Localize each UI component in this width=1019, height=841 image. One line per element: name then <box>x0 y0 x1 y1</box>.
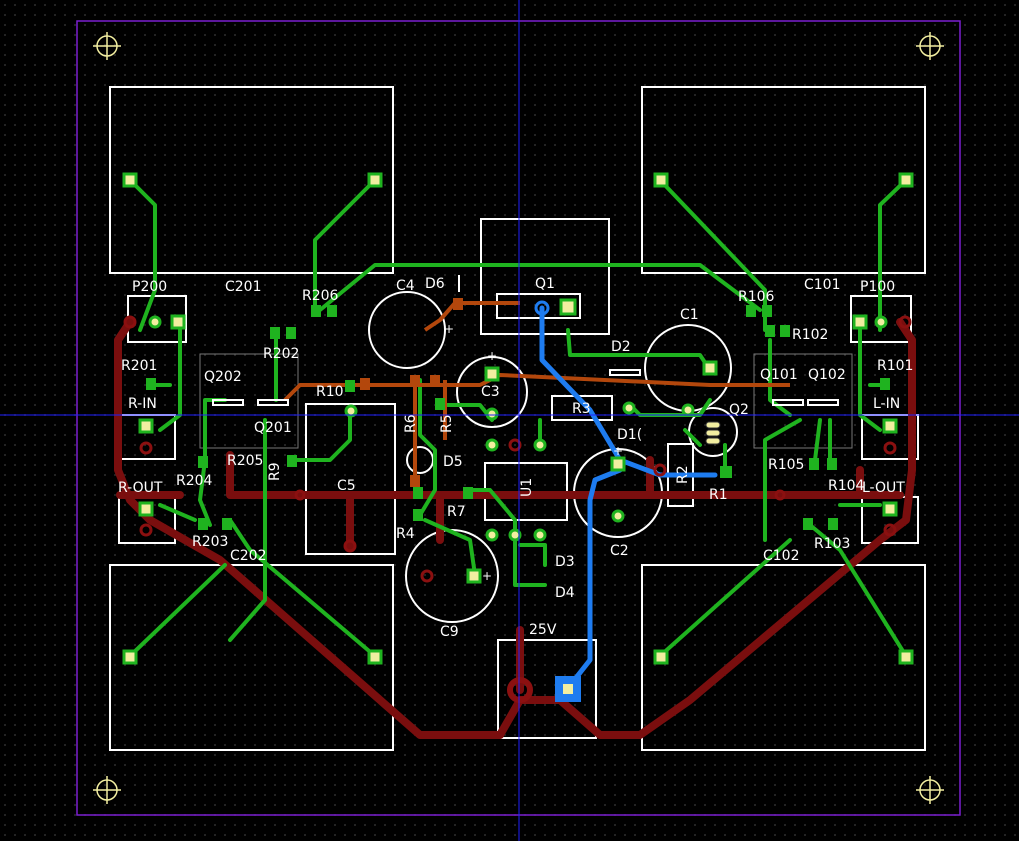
label-r4: R4 <box>396 526 415 542</box>
q1-footprint <box>480 218 610 335</box>
label-r103: R103 <box>814 536 850 552</box>
c201-footprint <box>109 86 394 274</box>
label-r204: R204 <box>176 473 213 489</box>
c5-footprint <box>305 403 396 555</box>
label-r9: R9 <box>267 462 283 481</box>
silk-bars <box>212 275 839 406</box>
label-c9: C9 <box>440 624 459 640</box>
label-r7: R7 <box>447 504 466 520</box>
label-r104: R104 <box>828 478 865 494</box>
c101-footprint <box>641 86 926 274</box>
polarity-marks: + + + + <box>444 322 623 583</box>
svg-text:+: + <box>613 444 623 458</box>
c4-footprint <box>368 291 446 369</box>
label-r203: R203 <box>192 534 228 550</box>
label-c101: C101 <box>804 277 841 293</box>
label-r1: R1 <box>709 487 728 503</box>
v25-footprint <box>497 639 597 739</box>
label-r-in: R-IN <box>128 396 157 412</box>
label-c202: C202 <box>230 548 267 564</box>
label-r206: R206 <box>302 288 339 304</box>
label-c5: C5 <box>337 478 356 494</box>
label-25v: 25V <box>529 622 557 638</box>
label-r10: R10 <box>316 384 344 400</box>
c1-footprint <box>644 324 732 412</box>
label-r5: R5 <box>439 414 455 433</box>
label-q2: Q2 <box>729 402 749 418</box>
label-l-in: L-IN <box>873 396 900 412</box>
through-holes <box>123 315 912 703</box>
label-r2: R2 <box>675 465 691 484</box>
label-d3: D3 <box>555 554 575 570</box>
component-labels: P200 C201 R206 C4 D6 Q1 C101 P100 R106 C… <box>118 276 913 640</box>
c102-footprint <box>641 564 926 751</box>
pads <box>122 172 914 665</box>
label-c4: C4 <box>396 278 415 294</box>
label-d6: D6 <box>425 276 445 292</box>
mounting-holes <box>93 32 944 804</box>
q1-tab <box>496 293 581 319</box>
label-c201: C201 <box>225 279 262 295</box>
label-r101: R101 <box>877 358 913 374</box>
label-r205: R205 <box>227 453 263 469</box>
label-r202: R202 <box>263 346 299 362</box>
c202-footprint <box>109 564 394 751</box>
c3-footprint <box>456 356 528 428</box>
transistor-outlines <box>199 353 853 449</box>
label-q202: Q202 <box>204 369 242 385</box>
label-c1: C1 <box>680 307 699 323</box>
svg-text:+: + <box>487 349 497 363</box>
label-p100: P100 <box>860 279 895 295</box>
q1-pad-center <box>534 300 550 316</box>
label-c102: C102 <box>763 548 800 564</box>
label-q201: Q201 <box>254 420 292 436</box>
label-r105: R105 <box>768 457 804 473</box>
label-r3: R3 <box>572 401 591 417</box>
orange-pads <box>360 298 463 487</box>
label-p200: P200 <box>132 279 167 295</box>
label-r201: R201 <box>121 358 157 374</box>
label-r102: R102 <box>792 327 828 343</box>
label-q102: Q102 <box>808 367 846 383</box>
label-l-out: L-OUT <box>862 480 905 496</box>
smd-pads <box>146 305 890 530</box>
top-copper-traces <box>128 178 908 658</box>
label-q101: Q101 <box>760 367 798 383</box>
svg-text:+: + <box>482 569 492 583</box>
label-r-out: R-OUT <box>118 480 163 496</box>
svg-text:+: + <box>444 322 454 336</box>
d5-footprint <box>406 446 434 474</box>
label-c2: C2 <box>610 543 629 559</box>
label-d2: D2 <box>611 339 631 355</box>
label-d1: D1( <box>617 427 642 443</box>
label-r106: R106 <box>738 289 775 305</box>
label-d5: D5 <box>443 454 463 470</box>
inner-copper-traces <box>283 301 790 490</box>
label-c3: C3 <box>481 384 500 400</box>
label-u1: U1 <box>519 478 535 497</box>
label-d4: D4 <box>555 585 575 601</box>
r3-footprint <box>551 395 613 421</box>
jumper-trace <box>539 305 718 691</box>
label-q1: Q1 <box>535 276 555 292</box>
label-r6: R6 <box>403 414 419 433</box>
q2-pads <box>705 421 721 445</box>
